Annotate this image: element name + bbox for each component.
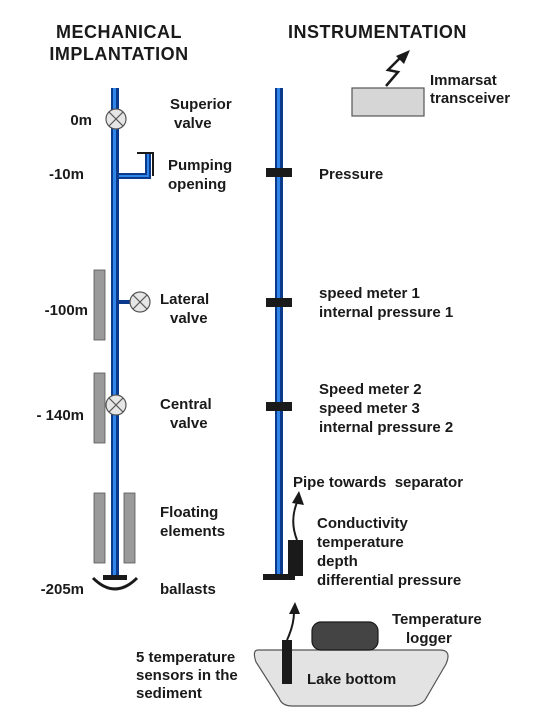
sediment-sensors-label-line1: 5 temperature	[136, 649, 236, 666]
pumping-opening-label-line2: opening	[168, 176, 227, 193]
heading-instrumentation: INSTRUMENTATION	[288, 22, 467, 42]
sediment-sensors-label-line3: sediment	[136, 685, 202, 702]
heading-mechanical-line1: MECHANICAL	[56, 22, 182, 42]
lateral-valve-icon	[119, 291, 151, 313]
sediment-sensors-label: 5 temperature sensors in the sediment	[136, 649, 238, 703]
pressure-label: Pressure	[319, 166, 384, 183]
sediment-arrow-head	[289, 602, 300, 614]
pumping-opening-pipe	[119, 152, 151, 179]
depth-label-100m: -100m	[44, 302, 88, 319]
separator-arrow-head	[292, 491, 304, 505]
speed-meter-2-clamp	[266, 402, 292, 411]
differential-pressure-label: differential pressure	[317, 572, 462, 589]
superior-valve-icon	[105, 108, 127, 130]
central-valve-label-line2: valve	[170, 415, 208, 432]
conductivity-label: Conductivity	[317, 515, 408, 532]
sediment-arrow	[286, 611, 295, 641]
float-element-100m	[93, 269, 106, 341]
instrument-pipe-base	[263, 574, 295, 580]
floating-elements-label-line1: Floating	[160, 504, 219, 521]
heading-mechanical: MECHANICAL IMPLANTATION	[34, 21, 204, 65]
internal-pressure-1-label: internal pressure 1	[319, 304, 454, 321]
sediment-sensors-label-line2: sensors in the	[136, 667, 238, 684]
temperature-logger-label: Temperature logger	[392, 610, 482, 648]
superior-valve-label: Superior valve	[170, 95, 232, 133]
pumping-opening-pipe-highlight	[119, 152, 149, 177]
ballasts-label: ballasts	[160, 581, 216, 598]
temperature-logger-label-line2: logger	[406, 630, 452, 647]
pumping-opening-label-line1: Pumping	[168, 157, 233, 174]
float-element-right	[123, 492, 136, 564]
superior-valve-label-line2: valve	[174, 115, 212, 132]
floating-elements-label-line2: elements	[160, 523, 226, 540]
sensor-block-label: Conductivity temperature depth different…	[317, 514, 461, 590]
antenna-signal-icon	[385, 50, 410, 87]
lake-bottom-basin	[253, 649, 449, 707]
temperature-logger-label-line1: Temperature	[392, 611, 482, 628]
float-element-left	[93, 492, 106, 564]
central-valve-label-line1: Central	[160, 396, 212, 413]
depth-label: depth	[317, 553, 358, 570]
sediment-sensor-pipe	[282, 640, 292, 684]
immarsat-label-line1: Immarsat	[430, 72, 497, 89]
immarsat-transceiver	[351, 87, 425, 117]
immarsat-label: Immarsat transceiver	[430, 72, 510, 108]
superior-valve-label-line1: Superior	[170, 96, 232, 113]
floating-elements-label: Floating elements	[160, 503, 225, 541]
temperature-label: temperature	[317, 534, 404, 551]
speed-meter-1-clamp	[266, 298, 292, 307]
ballast-plate	[103, 575, 127, 580]
lateral-valve-label-line1: Lateral	[160, 291, 210, 308]
pumping-opening-cap	[137, 152, 154, 176]
central-valve-label: Central valve	[160, 395, 212, 433]
instrument-pipe-highlight	[277, 88, 280, 578]
level-100-label: speed meter 1 internal pressure 1	[319, 284, 453, 322]
separator-arrow	[292, 499, 299, 541]
depth-label-10m: -10m	[48, 166, 84, 183]
speed-meter-2-label: Speed meter 2	[319, 381, 422, 398]
pipe-separator-label: Pipe towards separator	[293, 474, 464, 491]
central-valve-icon	[105, 394, 127, 416]
depth-label-0m: 0m	[70, 112, 92, 129]
internal-pressure-2-label: internal pressure 2	[319, 419, 454, 436]
depth-label-140m: - 140m	[36, 407, 84, 424]
lateral-valve-label: Lateral valve	[160, 290, 209, 328]
mechanical-pipe-highlight	[113, 88, 116, 578]
float-element-140m	[93, 372, 106, 444]
speed-meter-3-label: speed meter 3	[319, 400, 420, 417]
heading-mechanical-line2: IMPLANTATION	[49, 44, 189, 64]
immarsat-label-line2: transceiver	[430, 90, 511, 107]
depth-label-205m: -205m	[40, 581, 84, 598]
ctd-sensor-box	[288, 540, 303, 576]
pressure-sensor-clamp	[266, 168, 292, 177]
lateral-valve-label-line2: valve	[170, 310, 208, 327]
pumping-opening-label: Pumping opening	[168, 156, 232, 194]
ballast-arc	[91, 576, 139, 591]
lake-bottom-label: Lake bottom	[307, 671, 397, 688]
speed-meter-1-label: speed meter 1	[319, 285, 420, 302]
level-140-label: Speed meter 2 speed meter 3 internal pre…	[319, 380, 453, 437]
temperature-logger	[311, 621, 379, 651]
